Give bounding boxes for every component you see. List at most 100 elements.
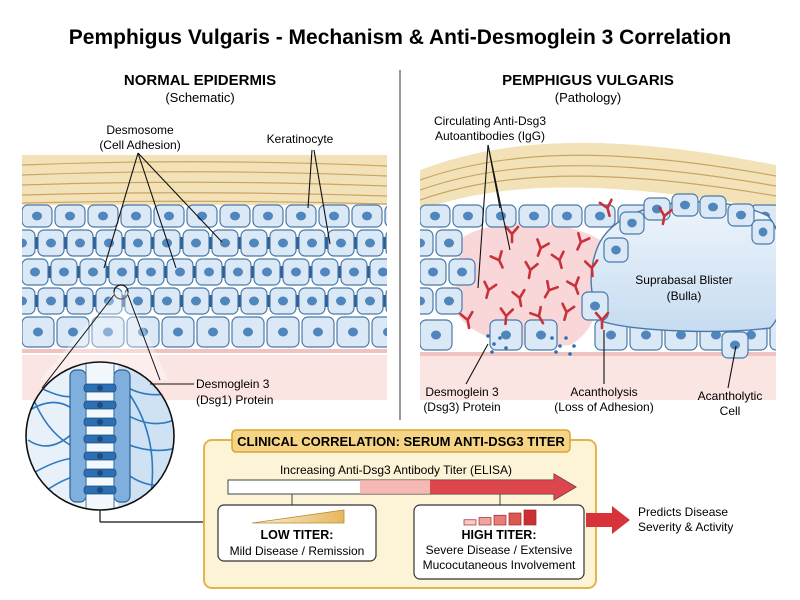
- cell-nucleus: [230, 211, 240, 221]
- cell-nucleus: [307, 238, 317, 248]
- antibody-igg: [536, 238, 551, 257]
- cell-nucleus: [243, 327, 253, 337]
- main-title: Pemphigus Vulgaris - Mechanism & Anti-De…: [69, 26, 731, 49]
- antibody-arms: [658, 206, 673, 226]
- stratum-corneum-lines: [22, 161, 387, 205]
- cell-nucleus: [383, 327, 387, 337]
- antibody-igg: [459, 310, 474, 330]
- basement-membrane: [22, 349, 387, 353]
- high-titer-bar: [508, 512, 522, 526]
- dsg3-fragment-dot: [572, 344, 576, 348]
- antibody-igg: [658, 206, 673, 226]
- magnifier-cone: [40, 292, 168, 380]
- desmoglein-junction: [97, 487, 103, 493]
- cell-nucleus: [730, 340, 740, 350]
- cell-nucleus: [46, 238, 56, 248]
- cell-nucleus: [627, 218, 637, 228]
- cell-nucleus: [164, 211, 174, 221]
- cell-nucleus: [365, 238, 375, 248]
- cell-nucleus: [291, 267, 301, 277]
- pv-dermis-layer: [420, 355, 776, 400]
- cell-nucleus: [208, 327, 218, 337]
- keratinocyte-cell: [769, 319, 776, 351]
- antibody-igg: [561, 302, 576, 322]
- cell-nucleus: [590, 301, 600, 311]
- antibody-label-line2: Autoantibodies (IgG): [435, 129, 545, 143]
- cell-nucleus: [98, 211, 108, 221]
- antibody-arms: [550, 250, 565, 270]
- dsg3-label-line2: (Dsg3) Protein: [423, 400, 500, 414]
- cell-nucleus: [175, 267, 185, 277]
- high-titer-box: [413, 504, 585, 580]
- antibody-arms: [565, 276, 580, 295]
- antibody-arms: [499, 307, 515, 326]
- high-titer-desc-line1: Severe Disease / Extensive: [426, 543, 573, 557]
- cell-nucleus: [88, 267, 98, 277]
- cell-nucleus: [652, 204, 662, 214]
- cell-nucleus: [641, 330, 651, 340]
- blister-label-line2: (Bulla): [667, 289, 702, 303]
- cell-nucleus: [220, 238, 230, 248]
- cell-nucleus: [220, 296, 230, 306]
- cell-nucleus: [173, 327, 183, 337]
- cell-nucleus: [68, 327, 78, 337]
- cell-nucleus: [606, 330, 616, 340]
- cell-nucleus: [278, 296, 288, 306]
- cell-nucleus: [394, 297, 404, 306]
- antibody-igg: [543, 279, 559, 299]
- low-titer-desc: Mild Disease / Remission: [230, 544, 365, 558]
- keratinocyte-cell: [420, 229, 434, 257]
- clinical-heading-box: [231, 429, 571, 453]
- antibody-igg: [576, 232, 591, 251]
- cell-nucleus: [496, 211, 506, 221]
- basement-membrane: [420, 352, 776, 356]
- acantholysis-label-line2: (Loss of Adhesion): [554, 400, 653, 414]
- cell-nucleus: [420, 296, 425, 306]
- blister-roof-cells: [581, 193, 775, 359]
- antibody-arms: [594, 311, 610, 330]
- antibody-arms: [543, 279, 559, 299]
- cell-nucleus: [781, 331, 791, 340]
- antibody-arms: [598, 198, 613, 218]
- normal-stratum-corneum: [22, 155, 387, 205]
- cell-nucleus: [611, 245, 621, 255]
- keratinocyte-cell: [384, 205, 387, 227]
- cell-nucleus: [348, 327, 358, 337]
- dsg3-fragment-dot: [558, 344, 562, 348]
- cell-nucleus: [204, 267, 214, 277]
- cell-nucleus: [428, 267, 438, 277]
- cell-nucleus: [444, 296, 454, 306]
- acantholytic-pointer-line: [727, 345, 737, 389]
- cell-nucleus: [420, 238, 425, 248]
- dsg3-fragment-dot: [554, 350, 558, 354]
- dsg3-fragment-dot: [486, 334, 490, 338]
- dsg1-label-line1: Desmoglein 3: [196, 377, 270, 391]
- cell-nucleus: [329, 211, 339, 221]
- dsg3-fragment-dot: [568, 352, 572, 356]
- antibody-igg: [565, 276, 580, 295]
- cell-nucleus: [75, 238, 85, 248]
- antibody-pointer-lines: [477, 144, 511, 289]
- antibody-arms: [561, 302, 576, 322]
- predicts-arrow: [586, 506, 630, 534]
- cell-nucleus: [394, 239, 404, 248]
- high-titer-title: HIGH TITER:: [462, 528, 537, 542]
- cell-nucleus: [676, 330, 686, 340]
- normal-heading: NORMAL EPIDERMIS: [124, 72, 276, 89]
- cell-nucleus: [378, 267, 387, 277]
- keratinocyte-cell: [371, 316, 387, 348]
- desmoglein-junction: [97, 402, 103, 408]
- cell-nucleus: [307, 296, 317, 306]
- cell-nucleus: [365, 296, 375, 306]
- antibody-arms: [576, 232, 591, 251]
- normal-epidermis-tissue: [22, 155, 404, 400]
- cell-nucleus: [32, 211, 42, 221]
- cell-nucleus: [362, 211, 372, 221]
- cell-nucleus: [103, 327, 113, 337]
- clinical-heading: CLINICAL CORRELATION: SERUM ANTI-DSG3 TI…: [237, 434, 565, 449]
- keratinocyte-label: Keratinocyte: [267, 132, 334, 146]
- cell-nucleus: [30, 267, 40, 277]
- cell-nucleus: [278, 327, 288, 337]
- dsg3-pointer-line: [465, 343, 489, 385]
